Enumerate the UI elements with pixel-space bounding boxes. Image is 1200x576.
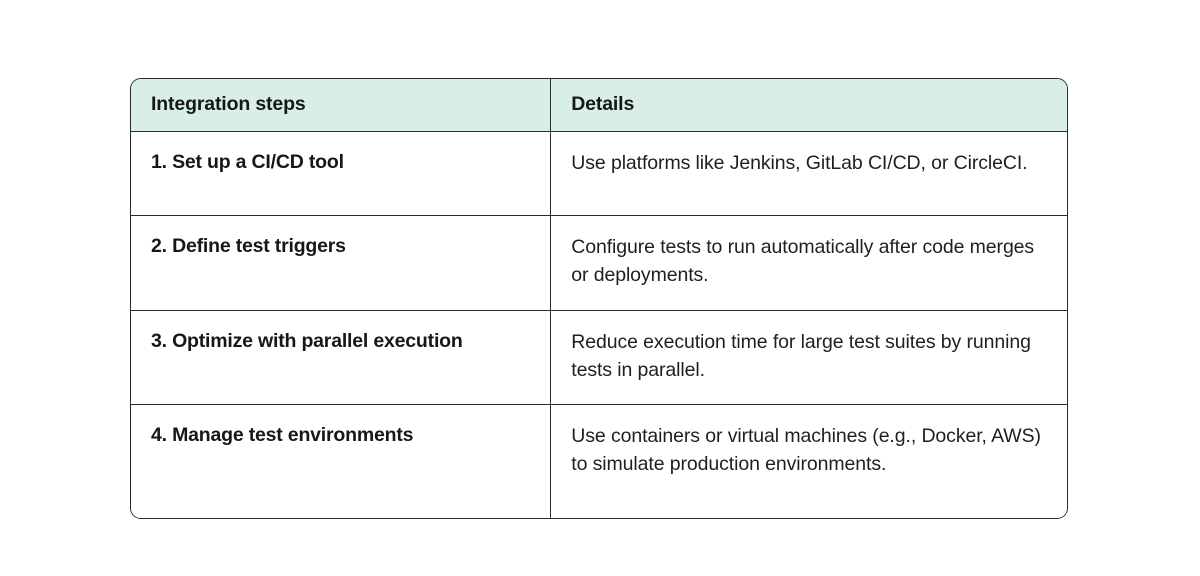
table-header-row: Integration steps Details xyxy=(131,79,1067,132)
table-row: 3. Optimize with parallel execution Redu… xyxy=(131,310,1067,406)
table-header: Integration steps Details xyxy=(131,79,1067,132)
column-header-integration-steps: Integration steps xyxy=(131,79,552,132)
cell-step-3: 3. Optimize with parallel execution xyxy=(131,310,552,406)
cell-step-2: 2. Define test triggers xyxy=(131,216,552,311)
column-header-details: Details xyxy=(551,79,1067,132)
table-row: 1. Set up a CI/CD tool Use platforms lik… xyxy=(131,132,1067,216)
cell-detail-2: Configure tests to run automatically aft… xyxy=(551,216,1067,311)
cell-step-4: 4. Manage test environments xyxy=(131,405,552,519)
table-row: 2. Define test triggers Configure tests … xyxy=(131,216,1067,311)
integration-steps-table: Integration steps Details 1. Set up a CI… xyxy=(130,78,1068,520)
cell-detail-3: Reduce execution time for large test sui… xyxy=(551,310,1067,406)
table-row: 4. Manage test environments Use containe… xyxy=(131,405,1067,519)
cell-step-1: 1. Set up a CI/CD tool xyxy=(131,132,552,216)
table-body: 1. Set up a CI/CD tool Use platforms lik… xyxy=(131,132,1067,519)
cell-detail-1: Use platforms like Jenkins, GitLab CI/CD… xyxy=(551,132,1067,216)
integration-steps-table-container: Integration steps Details 1. Set up a CI… xyxy=(130,78,1068,520)
cell-detail-4: Use containers or virtual machines (e.g.… xyxy=(551,405,1067,519)
